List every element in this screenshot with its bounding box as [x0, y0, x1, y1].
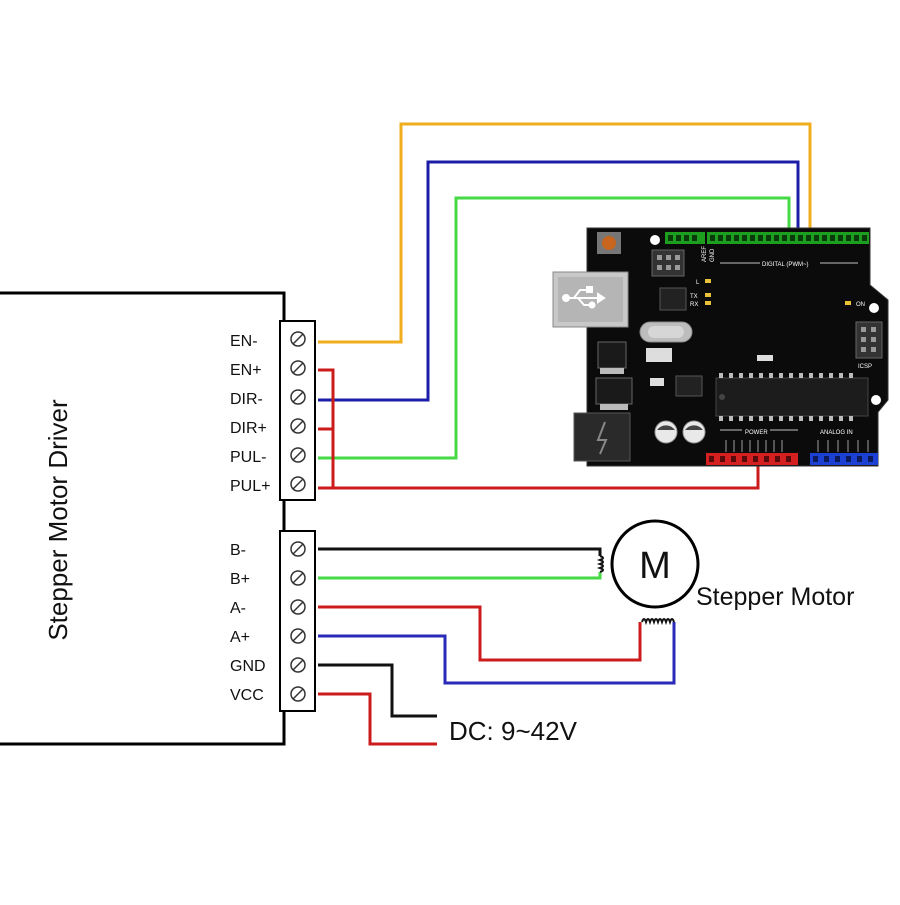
wire-en-minus	[318, 122, 812, 344]
terminal-label-b-plus: B+	[230, 571, 250, 588]
wire-gnd	[318, 663, 437, 718]
terminal-label-dir-minus: DIR-	[230, 391, 263, 408]
terminal-label-en-plus: EN+	[230, 362, 262, 379]
motor-label: Stepper Motor	[696, 583, 854, 611]
dc-power-jack	[573, 412, 631, 462]
wire-a-minus	[318, 605, 642, 662]
screw-terminal-icon	[290, 628, 306, 644]
screw-terminal-icon	[290, 418, 306, 434]
wire-vcc	[318, 692, 437, 746]
usb-chip	[659, 287, 687, 311]
capacitor	[654, 420, 678, 444]
wire-b-minus	[318, 547, 602, 556]
screw-terminal-icon	[290, 657, 306, 673]
motor-circle	[610, 519, 700, 609]
motor-coil-b	[596, 555, 604, 573]
silk-digital: DIGITAL (PWM~)	[762, 262, 809, 268]
power-terminal-block: B- B+ A- A+ GND VCC	[230, 530, 316, 712]
screw-terminal-icon	[290, 541, 306, 557]
control-terminal-block: EN- EN+ DIR- DIR+ PUL- PUL+	[230, 320, 316, 501]
analog-header	[810, 453, 878, 465]
terminal-label-a-plus: A+	[230, 629, 250, 646]
led-rx	[705, 301, 711, 305]
usb-icon	[562, 286, 606, 309]
silk-power: POWER	[745, 430, 768, 436]
control-wires	[318, 122, 812, 490]
stepper-motor: M Stepper Motor	[596, 519, 854, 626]
led-on	[845, 301, 851, 305]
screw-terminal-icon	[290, 331, 306, 347]
screw-terminal-icon	[290, 570, 306, 586]
screw-terminal-icon	[290, 447, 306, 463]
terminal-label-b-minus: B-	[230, 542, 246, 559]
wire-a-plus	[318, 622, 676, 685]
screw-terminal-icon	[290, 360, 306, 376]
capacitor	[682, 420, 706, 444]
terminal-label-dir-plus: DIR+	[230, 420, 267, 437]
silk-l: L	[696, 280, 700, 286]
power-header	[706, 453, 798, 465]
silk-on: ON	[856, 302, 865, 308]
motor-coil-a	[641, 618, 675, 626]
silk-tx: TX	[690, 294, 698, 300]
led-tx	[705, 293, 711, 297]
terminal-label-gnd: GND	[230, 658, 266, 675]
power-supply-label: DC: 9~42V	[449, 716, 578, 746]
wire-common-plus	[318, 368, 335, 488]
silk-analog: ANALOG IN	[820, 430, 853, 436]
wire-pul-minus	[318, 196, 791, 460]
screw-terminal-icon	[290, 389, 306, 405]
wire-pul-plus	[318, 462, 760, 490]
terminal-label-en-minus: EN-	[230, 333, 258, 350]
stepper-motor-driver: Stepper Motor Driver	[0, 291, 286, 746]
terminal-label-vcc: VCC	[230, 687, 264, 704]
microcontroller-chip	[715, 373, 869, 421]
led-l	[705, 279, 711, 283]
usb-connector	[552, 271, 629, 328]
terminal-label-pul-plus: PUL+	[230, 478, 270, 495]
silk-aref: AREF	[702, 246, 708, 262]
arduino-board: AREF GND DIGITAL (PWM~)	[552, 227, 889, 467]
reset-button	[597, 232, 621, 254]
driver-title: Stepper Motor Driver	[43, 399, 73, 641]
screw-terminal-icon	[290, 476, 306, 492]
silk-gnd: GND	[710, 248, 716, 262]
terminal-label-pul-minus: PUL-	[230, 449, 266, 466]
motor-symbol: M	[639, 545, 671, 587]
wire-b-plus	[318, 572, 602, 580]
screw-terminal-icon	[290, 599, 306, 615]
motor-wires	[318, 547, 676, 746]
silk-rx: RX	[690, 302, 698, 308]
icsp-header-small	[651, 249, 685, 277]
terminal-label-a-minus: A-	[230, 600, 246, 617]
icsp-header	[855, 321, 883, 359]
screw-terminal-icon	[290, 686, 306, 702]
digital-header	[665, 232, 869, 244]
silk-icsp: ICSP	[858, 364, 872, 370]
wire-dir-minus	[318, 160, 800, 402]
